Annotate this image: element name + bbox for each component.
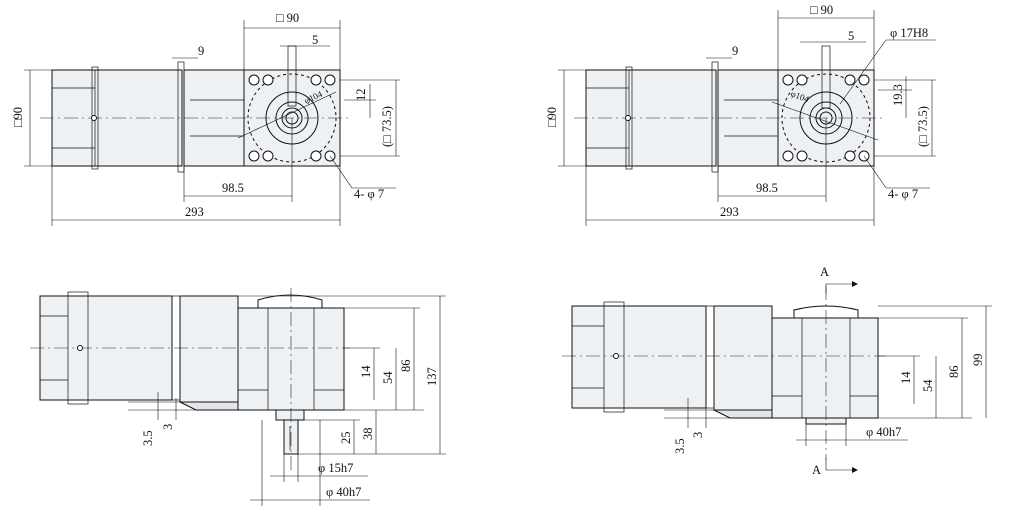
view-left-bottom: 14 54 86 137 3.5 3 25 38 φ 15h7 φ 40h7 — [30, 288, 446, 506]
dim-293: 293 — [185, 205, 204, 219]
dim-3-5: 3.5 — [673, 438, 687, 454]
dim-99: 99 — [971, 354, 985, 367]
dim-14: 14 — [359, 365, 373, 378]
gear-housing — [771, 317, 879, 419]
view-right-bottom: A A 14 54 86 99 3.5 3 φ 40h7 — [562, 265, 992, 477]
dim-25: 25 — [339, 432, 353, 445]
dim-98-5: 98.5 — [756, 181, 778, 195]
gearbox-side — [713, 305, 773, 411]
dim-4-holes: 4- φ 7 — [354, 187, 384, 201]
dim-3: 3 — [161, 424, 175, 430]
dim-293: 293 — [720, 205, 739, 219]
dim-height-90: □90 — [545, 107, 559, 127]
gearbox-side — [179, 295, 239, 403]
section-label-bottom: A — [812, 463, 821, 477]
dim-12: 12 — [354, 89, 368, 102]
view-left-top: □ 90 9 5 □90 12 (□ 73.5) φ104 98.5 293 4… — [11, 11, 400, 226]
dim-height-90: □90 — [11, 107, 25, 127]
dim-137: 137 — [425, 367, 439, 386]
dim-73-5: (□ 73.5) — [380, 106, 394, 147]
dim-4-holes: 4- φ 7 — [888, 187, 918, 201]
section-label-top: A — [820, 265, 829, 279]
dim-73-5: (□ 73.5) — [916, 106, 930, 147]
dim-pilot-40h7: φ 40h7 — [866, 425, 901, 439]
mounting-holes — [248, 74, 336, 162]
dim-bore-17h8: φ 17H8 — [890, 26, 928, 40]
dim-5: 5 — [312, 33, 318, 47]
dim-38: 38 — [361, 428, 375, 441]
dim-19-3: 19.3 — [891, 84, 905, 106]
dim-pilot-40h7: φ 40h7 — [326, 485, 361, 499]
dim-9: 9 — [732, 44, 738, 58]
dim-98-5: 98.5 — [222, 181, 244, 195]
dim-54: 54 — [921, 379, 935, 392]
dim-3-5: 3.5 — [141, 430, 155, 446]
dim-86: 86 — [947, 366, 961, 379]
dim-shaft-15h7: φ 15h7 — [318, 461, 353, 475]
dim-86: 86 — [399, 360, 413, 373]
dim-3: 3 — [691, 432, 705, 438]
dim-5: 5 — [848, 29, 854, 43]
dim-14: 14 — [899, 371, 913, 384]
view-right-top: □ 90 9 5 φ 17H8 □90 19.3 (□ 73.5) φ104 9… — [545, 3, 936, 226]
mounting-holes — [782, 74, 870, 162]
dim-9: 9 — [198, 44, 204, 58]
dim-54: 54 — [381, 371, 395, 384]
dim-square-90: □ 90 — [810, 3, 833, 17]
dim-square-90: □ 90 — [276, 11, 299, 25]
